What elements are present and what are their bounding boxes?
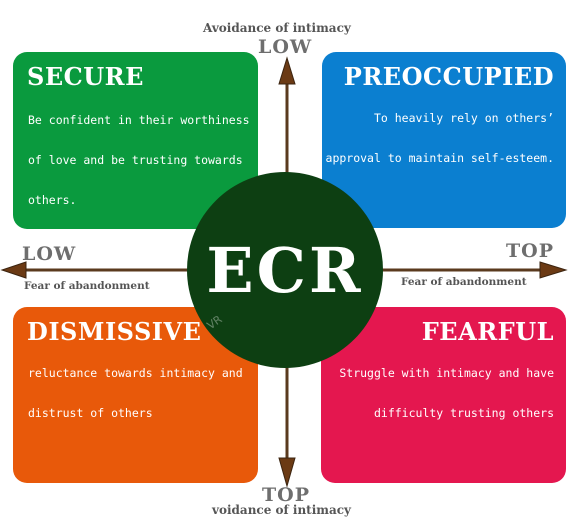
quadrant-secure-title: SECURE: [27, 62, 144, 91]
arrow-up-head: [278, 56, 296, 85]
quadrant-fearful-title: FEARFUL: [421, 317, 554, 346]
horizontal-axis-low-label: LOW: [22, 243, 77, 265]
horizontal-axis-top-label: TOP: [506, 240, 554, 262]
description-line: distrust of others: [28, 406, 153, 420]
horizontal-axis-title-right: Fear of abandonment: [401, 276, 527, 288]
vertical-axis-title-top: Avoidance of intimacy: [203, 21, 351, 35]
description-line: others.: [28, 193, 77, 207]
arrow-left-head: [0, 261, 27, 279]
arrow-down-head: [278, 457, 296, 488]
quadrant-preoccupied: PREOCCUPIED To heavily rely on others’ a…: [322, 52, 566, 228]
quadrant-fearful-description: Struggle with intimacy and have difficul…: [339, 353, 554, 433]
quadrant-dismissive-description: reluctance towards intimacy and distrust…: [28, 353, 243, 433]
quadrant-preoccupied-description: To heavily rely on others’ approval to m…: [326, 98, 554, 178]
arrow-right-head: [539, 261, 568, 279]
quadrant-dismissive-title: DISMISSIVE: [27, 317, 202, 346]
center-label: ECR: [206, 233, 364, 307]
description-line: of love and be trusting towards: [28, 153, 243, 167]
vertical-axis-low-label: LOW: [258, 36, 313, 58]
description-line: Be confident in their worthiness: [28, 113, 250, 127]
vertical-axis-title-bottom: voidance of intimacy: [212, 503, 352, 517]
description-line: To heavily rely on others’: [373, 111, 554, 125]
quadrant-fearful: FEARFUL Struggle with intimacy and have …: [321, 307, 566, 483]
center-circle: ECR: [187, 172, 383, 368]
horizontal-axis-title-left: Fear of abandonment: [24, 280, 150, 292]
description-line: Struggle with intimacy and have: [339, 366, 554, 380]
quadrant-preoccupied-title: PREOCCUPIED: [343, 62, 554, 91]
description-line: reluctance towards intimacy and: [28, 366, 243, 380]
description-line: difficulty trusting others: [373, 406, 554, 420]
description-line: approval to maintain self-esteem.: [325, 151, 554, 165]
vertical-axis-top-label: TOP: [262, 484, 310, 506]
quadrant-secure-description: Be confident in their worthiness of love…: [28, 100, 250, 220]
